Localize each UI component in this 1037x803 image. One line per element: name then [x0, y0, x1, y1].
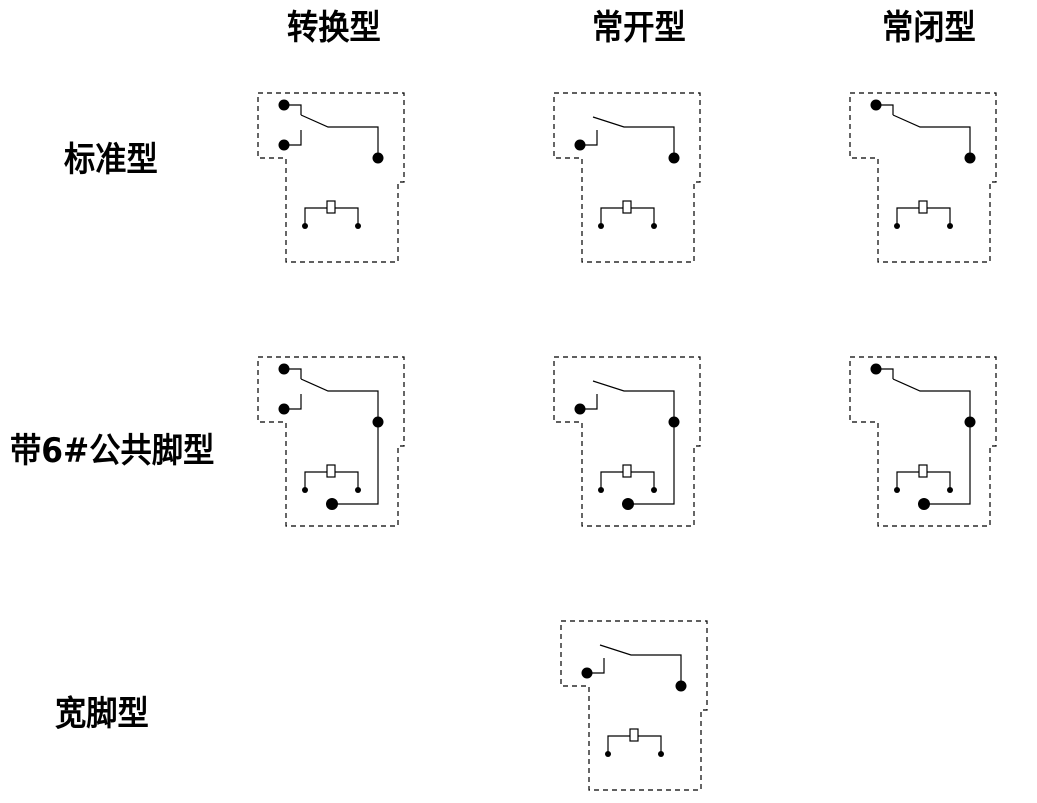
contact-dot-common	[372, 152, 384, 164]
contact-dot-nc	[278, 363, 290, 375]
pin6-common-dot	[918, 498, 930, 510]
coil-pin-dot	[302, 487, 308, 493]
relay-diagram-standard-normally-open	[553, 92, 701, 263]
coil-pin-dot	[947, 487, 953, 493]
coil-pin-dot	[658, 751, 664, 757]
contact-dot-no	[574, 403, 586, 415]
column-header-normally-open: 常开型	[592, 8, 686, 48]
coil-pin-dot	[302, 223, 308, 229]
contact-dot-nc	[870, 99, 882, 111]
coil-symbol	[326, 464, 336, 478]
contact-dot-no	[581, 667, 593, 679]
contact-dot-common	[668, 152, 680, 164]
row-label-with-pin6: 带6#公共脚型	[10, 431, 215, 471]
coil-symbol	[622, 200, 632, 214]
contact-dot-nc	[870, 363, 882, 375]
coil-symbol	[629, 728, 639, 742]
contact-dot-nc	[278, 99, 290, 111]
coil-pin-dot	[894, 223, 900, 229]
contact-dot-common	[372, 416, 384, 428]
coil-pin-dot	[355, 223, 361, 229]
coil-pin-dot	[605, 751, 611, 757]
column-header-changeover: 转换型	[287, 8, 381, 48]
contact-dot-common	[964, 152, 976, 164]
coil-pin-dot	[651, 487, 657, 493]
contact-dot-no	[278, 403, 290, 415]
coil-pin-dot	[355, 487, 361, 493]
contact-dot-no	[278, 139, 290, 151]
coil-pin-dot	[947, 223, 953, 229]
contact-dot-common	[964, 416, 976, 428]
relay-diagram-wide-pin-normally-open	[560, 620, 708, 791]
row-label-wide-pin: 宽脚型	[55, 694, 149, 734]
pin6-common-dot	[622, 498, 634, 510]
coil-symbol	[918, 464, 928, 478]
column-header-normally-closed: 常闭型	[882, 8, 976, 48]
coil-pin-dot	[598, 487, 604, 493]
relay-diagram-standard-changeover	[257, 92, 405, 263]
relay-diagram-pin6-normally-open	[553, 356, 701, 527]
contact-dot-common	[675, 680, 687, 692]
row-label-standard: 标准型	[64, 140, 158, 180]
coil-pin-dot	[894, 487, 900, 493]
relay-diagram-pin6-normally-closed	[849, 356, 997, 527]
coil-symbol	[918, 200, 928, 214]
contact-dot-common	[668, 416, 680, 428]
contact-dot-no	[574, 139, 586, 151]
coil-symbol	[622, 464, 632, 478]
coil-pin-dot	[598, 223, 604, 229]
relay-diagram-standard-normally-closed	[849, 92, 997, 263]
relay-diagram-pin6-changeover	[257, 356, 405, 527]
pin6-common-dot	[326, 498, 338, 510]
coil-symbol	[326, 200, 336, 214]
coil-pin-dot	[651, 223, 657, 229]
